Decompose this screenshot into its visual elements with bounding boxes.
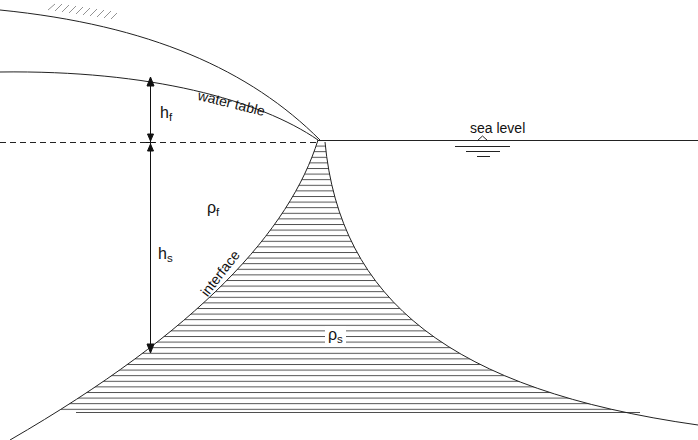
- hatch-bottom: [76, 412, 640, 413]
- sea-level-label: sea level: [470, 121, 525, 135]
- density-label: ρs: [325, 326, 346, 346]
- water-symbol: [455, 136, 510, 157]
- water-table-label: water table: [197, 88, 267, 118]
- saltwater-hatching: [10, 140, 698, 413]
- sea-level-dashed: [0, 142, 318, 143]
- density-label: ρf: [207, 200, 219, 218]
- head-label: hf: [160, 105, 172, 123]
- interface-line: [10, 140, 318, 440]
- ground-surface: [0, 10, 320, 140]
- water-table-line: [0, 72, 318, 140]
- ground-symbol: [48, 4, 117, 19]
- wedge-boundary: [325, 142, 698, 425]
- depth-label: hs: [158, 246, 173, 264]
- dimension-arrows: [146, 77, 155, 353]
- sea-level-line: [318, 140, 698, 141]
